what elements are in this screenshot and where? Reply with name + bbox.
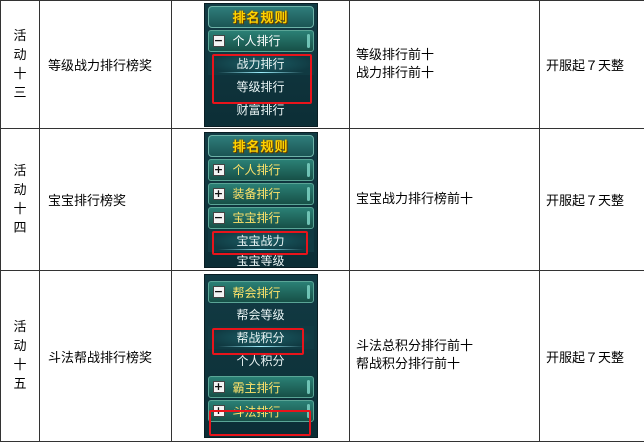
ranking-panel-cell: 排名规则 − 个人排行 战力排行 等级排行 财富排行 — [171, 0, 350, 129]
sub-item-combat-ranking[interactable]: 战力排行 — [207, 51, 314, 75]
ranking-description: 宝宝战力排行榜前十 — [349, 128, 540, 271]
category-personal-ranking[interactable]: − 个人排行 — [207, 29, 314, 52]
category-duel-ranking[interactable]: + 斗法排行 — [207, 400, 314, 422]
category-overlord-ranking[interactable]: + 霸主排行 — [207, 376, 314, 398]
ranking-panel-cell: − 帮会排行 帮会等级 帮战积分 个人积分 + 霸主排行 + 斗法排行 — [171, 270, 350, 442]
ranking-panel-cell: 排名规则 + 个人排行 + 装备排行 − 宝宝排行 宝宝战力 宝宝等级 — [171, 128, 350, 271]
activity-number-cell: 活 动 十 五 — [0, 270, 40, 442]
plus-icon: + — [212, 162, 225, 176]
ranking-panel: − 帮会排行 帮会等级 帮战积分 个人积分 + 霸主排行 + 斗法排行 — [203, 274, 318, 438]
sub-item-pet-combat[interactable]: 宝宝战力 — [207, 228, 314, 252]
category-pet-ranking[interactable]: − 宝宝排行 — [207, 206, 314, 229]
ranking-description: 斗法总积分排行前十 帮战积分排行前十 — [349, 270, 540, 442]
duration: 开服起７天整 — [539, 128, 644, 271]
panel-title: 排名规则 — [207, 5, 314, 28]
sub-item-personal-points[interactable]: 个人积分 — [236, 354, 285, 368]
ranking-panel: 排名规则 − 个人排行 战力排行 等级排行 财富排行 — [203, 2, 318, 127]
minus-icon: − — [212, 33, 225, 47]
plus-icon: + — [212, 380, 225, 393]
panel-title: 排名规则 — [207, 134, 314, 157]
sub-item-pet-level[interactable]: 宝宝等级 — [236, 253, 285, 266]
category-guild-ranking[interactable]: − 帮会排行 — [207, 281, 314, 303]
category-personal-ranking[interactable]: + 个人排行 — [207, 158, 314, 181]
minus-icon: − — [212, 210, 225, 224]
plus-icon: + — [212, 404, 225, 417]
sub-item-guild-level[interactable]: 帮会等级 — [236, 308, 285, 322]
table-row: 活 动 十 三 等级战力排行榜奖 排名规则 − 个人排行 战力排行 等级排行 财… — [0, 0, 644, 129]
reward-name: 宝宝排行榜奖 — [39, 128, 172, 271]
minus-icon: − — [212, 285, 225, 298]
activity-number-cell: 活 动 十 四 — [0, 128, 40, 271]
ranking-panel: 排名规则 + 个人排行 + 装备排行 − 宝宝排行 宝宝战力 宝宝等级 — [203, 131, 318, 268]
activity-number-cell: 活 动 十 三 — [0, 0, 40, 129]
duration: 开服起７天整 — [539, 270, 644, 442]
sub-item-guild-war-points[interactable]: 帮战积分 — [207, 326, 314, 349]
category-equipment-ranking[interactable]: + 装备排行 — [207, 182, 314, 205]
ranking-description: 等级排行前十 战力排行前十 — [349, 0, 540, 129]
table-row: 活 动 十 五 斗法帮战排行榜奖 − 帮会排行 帮会等级 帮战积分 个人积分 +… — [0, 270, 644, 442]
duration: 开服起７天整 — [539, 0, 644, 129]
reward-name: 斗法帮战排行榜奖 — [39, 270, 172, 442]
reward-name: 等级战力排行榜奖 — [39, 0, 172, 129]
table-row: 活 动 十 四 宝宝排行榜奖 排名规则 + 个人排行 + 装备排行 − 宝宝排行 — [0, 128, 644, 271]
sub-item-wealth-ranking[interactable]: 财富排行 — [236, 102, 285, 117]
plus-icon: + — [212, 186, 225, 200]
sub-item-level-ranking[interactable]: 等级排行 — [236, 79, 285, 94]
